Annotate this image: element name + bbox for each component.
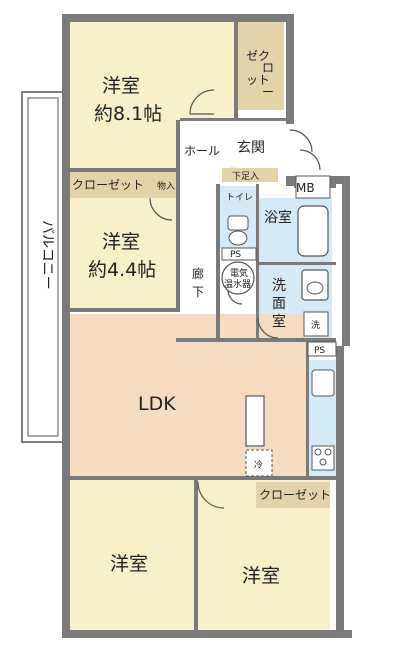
storage-label: 物入 [157, 180, 175, 192]
walkin-closet-area [238, 22, 284, 110]
bedroom-mid-size: 約4.4帖 [88, 259, 156, 281]
toilet-label: トイレ [226, 193, 253, 203]
bedroom-mid-name: 洋室 [102, 231, 140, 253]
bedroom-bl-area [68, 480, 194, 632]
ps-right-label: PS [314, 346, 325, 356]
entrance-name: 玄関 [237, 139, 265, 156]
doors [149, 89, 321, 509]
bedroom-br-name: 洋室 [242, 565, 280, 587]
bedroom-bl-name: 洋室 [110, 553, 148, 575]
closet-mid-label: クローゼット [72, 178, 144, 192]
shoe-closet-label: 下足入 [232, 171, 259, 182]
bedroom-top-name: 洋室 [102, 75, 140, 97]
walls [62, 14, 352, 638]
ps-toilet-label: PS [230, 250, 241, 260]
closet-bottom-area [256, 482, 330, 508]
closet-bottom-label: クローゼット [259, 488, 331, 502]
washroom-name: 洗 面 室 [272, 278, 290, 330]
bedroom-top-size: 約8.1帖 [94, 103, 162, 125]
hall-name: ホール [184, 144, 220, 158]
walkin-closet-label: ゼク ロ ット ー [246, 49, 278, 99]
balcony [21, 91, 65, 443]
storage-area [154, 172, 180, 198]
balcony-label: バルコニー [39, 220, 55, 290]
fridge-label: 冷 [254, 459, 263, 471]
corridor-name: 廊 下 [192, 266, 208, 299]
hall-area [180, 120, 230, 180]
washer-label: 洗 [311, 319, 320, 331]
closet-mid-area [68, 172, 154, 198]
heater-label: 電気 温水器 [224, 267, 251, 290]
bath-name: 浴室 [264, 209, 292, 226]
mb-label: MB [296, 181, 315, 195]
fixtures [221, 175, 337, 477]
entrance-area [230, 120, 282, 166]
shoe-closet-area [222, 168, 278, 182]
ldk-name: LDK [138, 393, 176, 415]
bedroom-mid-area [68, 198, 180, 310]
